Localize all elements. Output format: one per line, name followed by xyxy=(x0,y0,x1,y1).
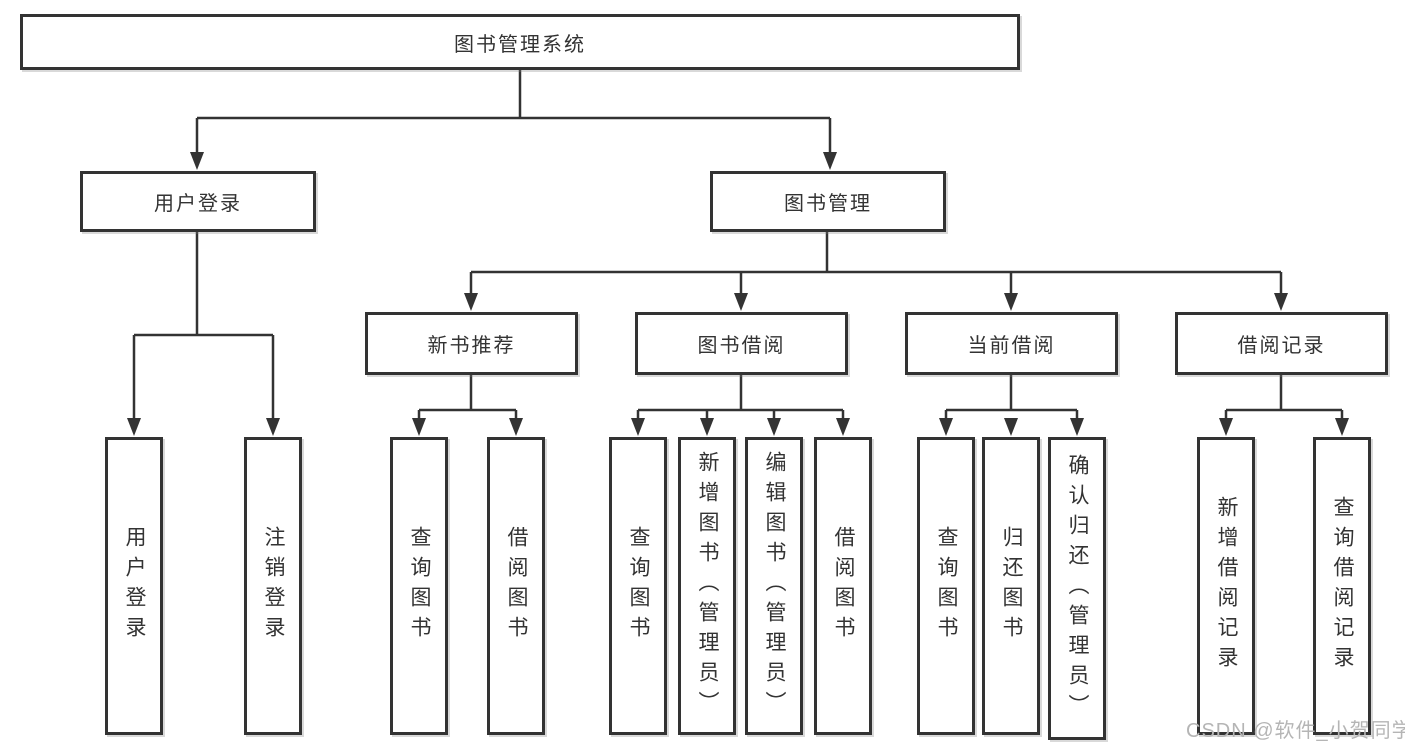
leaf-user-login-label: 用户登录 xyxy=(123,526,147,646)
leaf-add-borrow-record: 新增借阅记录 xyxy=(1197,437,1255,735)
leaf-query-books-recommend-label: 查询图书 xyxy=(408,526,432,646)
leaf-borrow-books-recommend: 借阅图书 xyxy=(487,437,545,735)
leaf-logout-label: 注销登录 xyxy=(262,526,286,646)
leaf-borrow-books-recommend-label: 借阅图书 xyxy=(505,526,529,646)
leaf-user-login: 用户登录 xyxy=(105,437,163,735)
leaf-return-book: 归还图书 xyxy=(982,437,1040,735)
node-borrow-records-label: 借阅记录 xyxy=(1237,335,1326,357)
node-book-borrow: 图书借阅 xyxy=(635,312,848,375)
leaf-borrow-books-label: 借阅图书 xyxy=(832,526,856,646)
node-current-borrow: 当前借阅 xyxy=(905,312,1118,375)
node-borrow-records: 借阅记录 xyxy=(1175,312,1388,375)
arrowhead-icons xyxy=(127,152,1349,436)
node-user-login-label: 用户登录 xyxy=(154,193,242,215)
leaf-query-books-borrow: 查询图书 xyxy=(609,437,667,735)
leaf-add-book-admin: 新增图书（管理员） xyxy=(678,437,736,735)
leaf-return-book-label: 归还图书 xyxy=(1000,526,1024,646)
leaf-add-book-admin-label: 新增图书（管理员） xyxy=(696,451,720,721)
node-new-book-recommend-label: 新书推荐 xyxy=(427,335,516,357)
leaf-confirm-return-admin: 确认归还（管理员） xyxy=(1048,437,1106,740)
leaf-query-borrow-record: 查询借阅记录 xyxy=(1313,437,1371,735)
leaf-query-books-recommend: 查询图书 xyxy=(390,437,448,735)
leaf-query-books-current-label: 查询图书 xyxy=(935,526,959,646)
node-new-book-recommend: 新书推荐 xyxy=(365,312,578,375)
node-book-management-label: 图书管理 xyxy=(784,193,872,215)
node-book-management: 图书管理 xyxy=(710,171,946,232)
leaf-edit-book-admin: 编辑图书（管理员） xyxy=(745,437,803,735)
node-book-borrow-label: 图书借阅 xyxy=(697,335,786,357)
leaf-query-books-current: 查询图书 xyxy=(917,437,975,735)
leaf-borrow-books: 借阅图书 xyxy=(814,437,872,735)
leaf-add-borrow-record-label: 新增借阅记录 xyxy=(1215,496,1239,676)
node-root: 图书管理系统 xyxy=(20,14,1020,70)
leaf-query-borrow-record-label: 查询借阅记录 xyxy=(1331,496,1355,676)
node-user-login: 用户登录 xyxy=(80,171,316,232)
leaf-confirm-return-admin-label: 确认归还（管理员） xyxy=(1066,453,1090,724)
leaf-query-books-borrow-label: 查询图书 xyxy=(627,526,651,646)
node-root-label: 图书管理系统 xyxy=(454,33,586,56)
leaf-logout: 注销登录 xyxy=(244,437,302,735)
node-current-borrow-label: 当前借阅 xyxy=(967,335,1056,357)
leaf-edit-book-admin-label: 编辑图书（管理员） xyxy=(763,451,787,721)
csdn-watermark: CSDN @软件_小贺同学 xyxy=(1186,720,1405,742)
